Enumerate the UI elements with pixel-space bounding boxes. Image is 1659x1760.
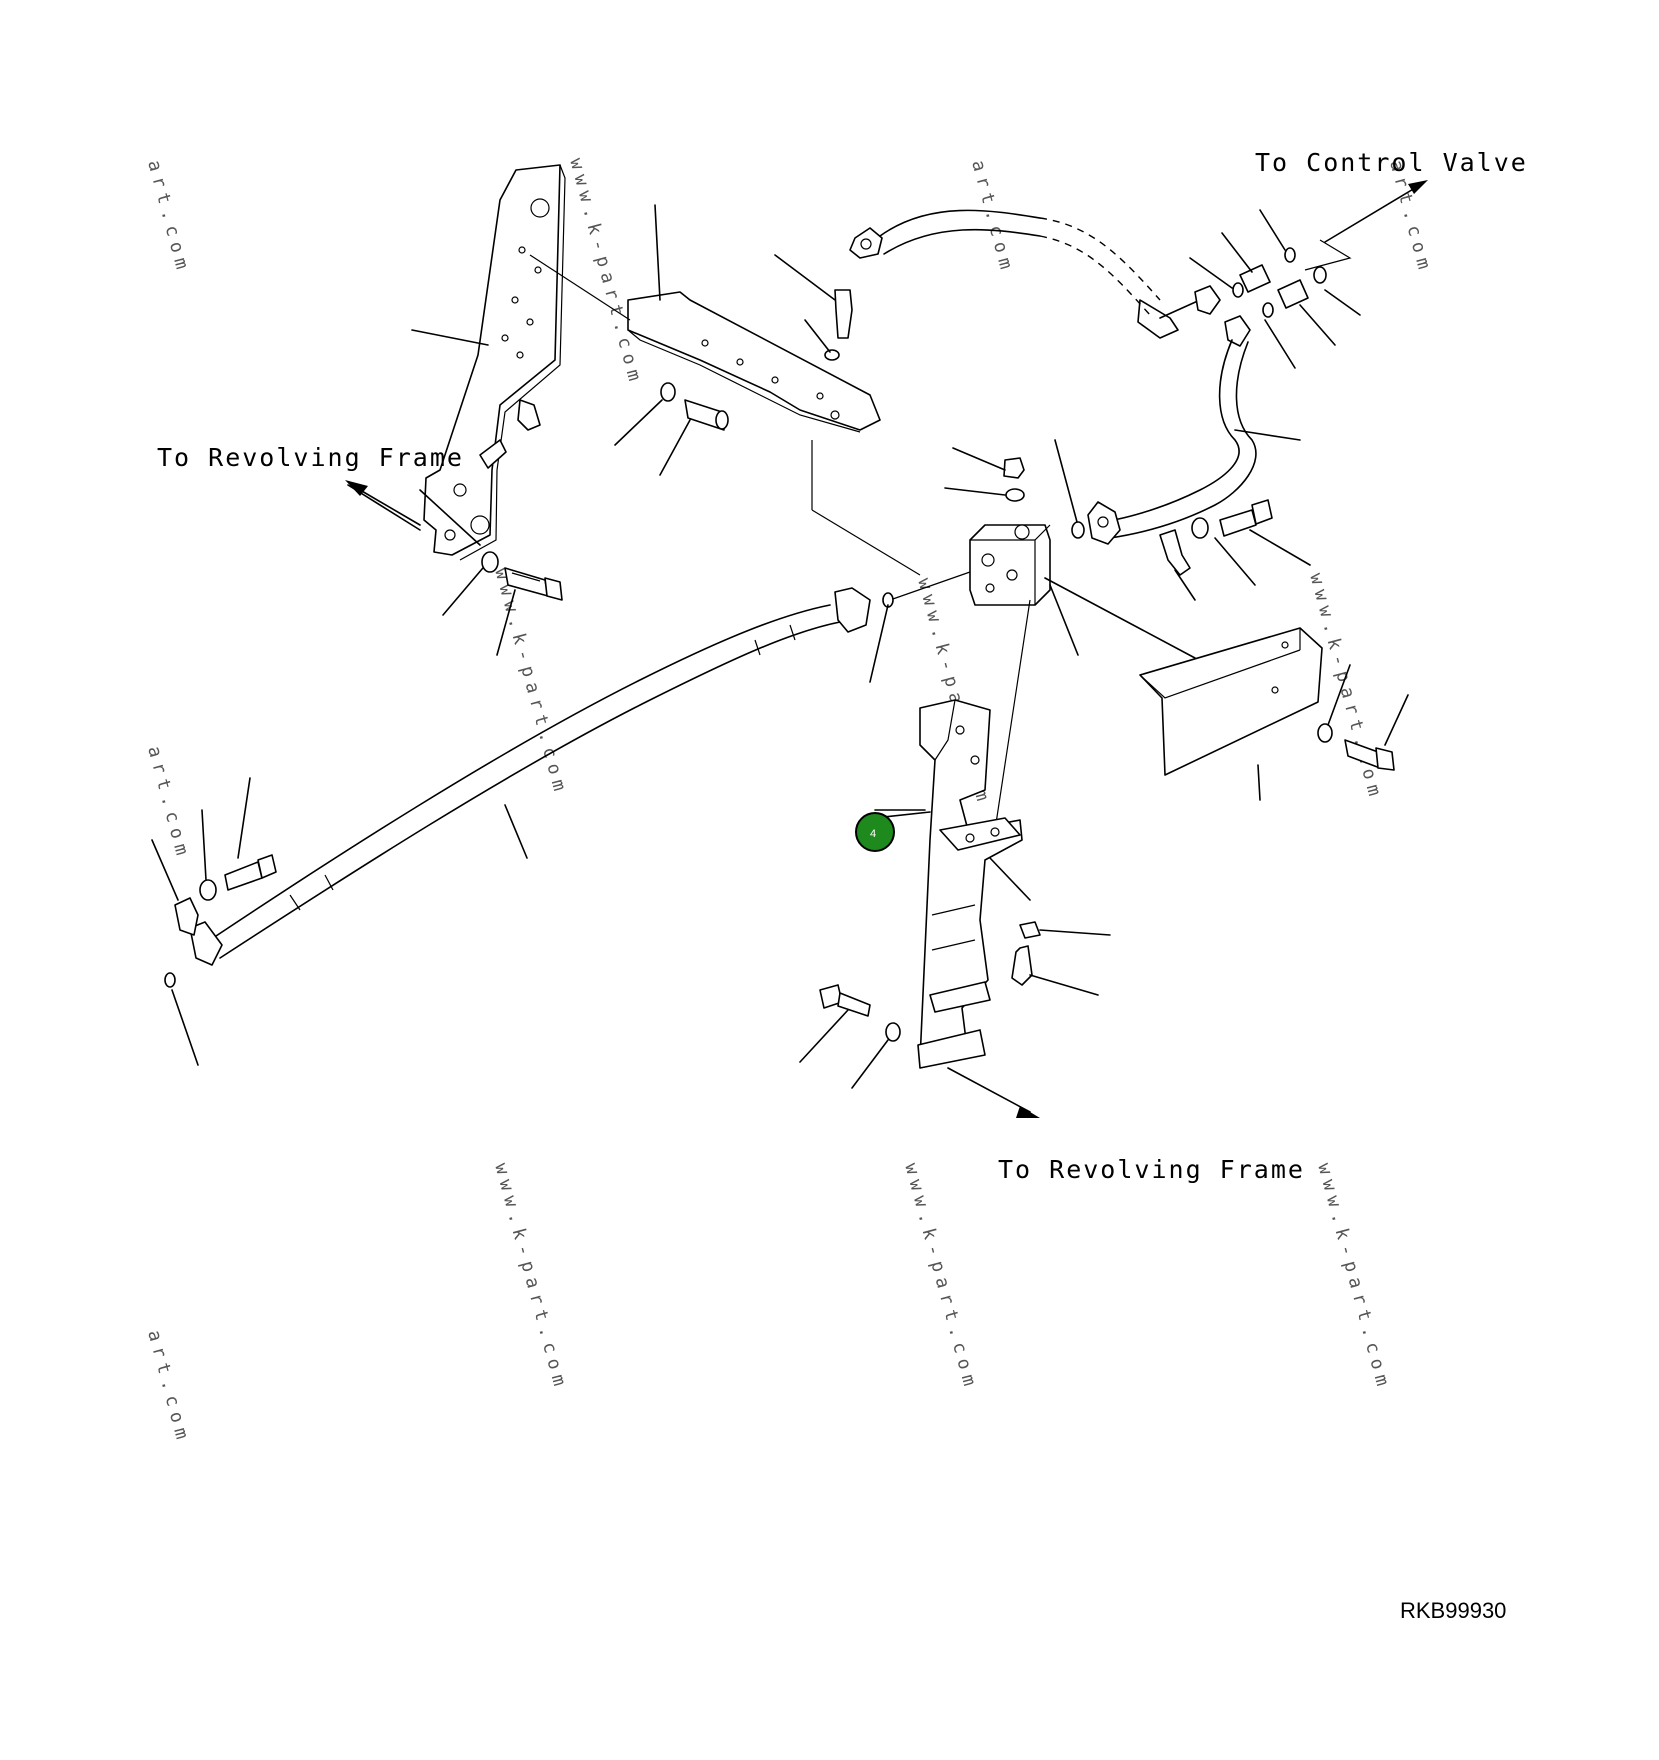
watermark-kpart: www.k-part.com xyxy=(490,1161,571,1394)
center-valve-block xyxy=(889,439,1196,831)
arrow-to-revolving-frame-left xyxy=(345,480,421,526)
label-to-revolving-frame-left: To Revolving Frame xyxy=(157,443,464,472)
watermark-kpart: www.k-part.com xyxy=(1313,1161,1394,1394)
upper-hose xyxy=(849,209,1221,339)
upper-center-bracket xyxy=(627,204,881,433)
leader-lines-left xyxy=(347,329,516,656)
watermark-art: art.com xyxy=(143,1328,194,1447)
callout-marker-4[interactable]: 4 xyxy=(855,811,931,852)
watermark-kpart: www.k-part.com xyxy=(900,1161,981,1394)
left-bracket-plate xyxy=(423,164,566,561)
arrow-to-revolving-frame-bottom xyxy=(947,1067,1040,1118)
watermarks: art.com art.com art.com art.com art.com … xyxy=(143,156,1436,1447)
right-hose xyxy=(1087,315,1301,545)
left-hose-fittings xyxy=(151,777,277,1066)
watermark-art: art.com xyxy=(143,158,194,277)
label-to-control-valve: To Control Valve xyxy=(1255,148,1528,177)
leader-lines-center-frame xyxy=(799,809,1111,1089)
right-angle-bracket xyxy=(1139,627,1409,801)
reference-code: RKB99930 xyxy=(1400,1598,1506,1623)
center-vertical-frame xyxy=(917,699,1023,1069)
label-to-revolving-frame-bottom: To Revolving Frame xyxy=(998,1155,1305,1184)
arrow-to-control-valve xyxy=(1324,180,1428,243)
watermark-art: art.com xyxy=(967,158,1018,277)
bolt-left-lower xyxy=(481,551,563,601)
bolt-right-of-block xyxy=(1159,499,1311,601)
watermark-art: art.com xyxy=(143,744,194,863)
connector-lines xyxy=(529,254,921,576)
watermark-kpart: www.k-part.com xyxy=(565,156,646,389)
upper-right-fittings xyxy=(1189,209,1361,369)
bolt-upper-center xyxy=(614,254,853,476)
callout-number: 4 xyxy=(870,828,876,840)
long-hose xyxy=(189,587,894,966)
